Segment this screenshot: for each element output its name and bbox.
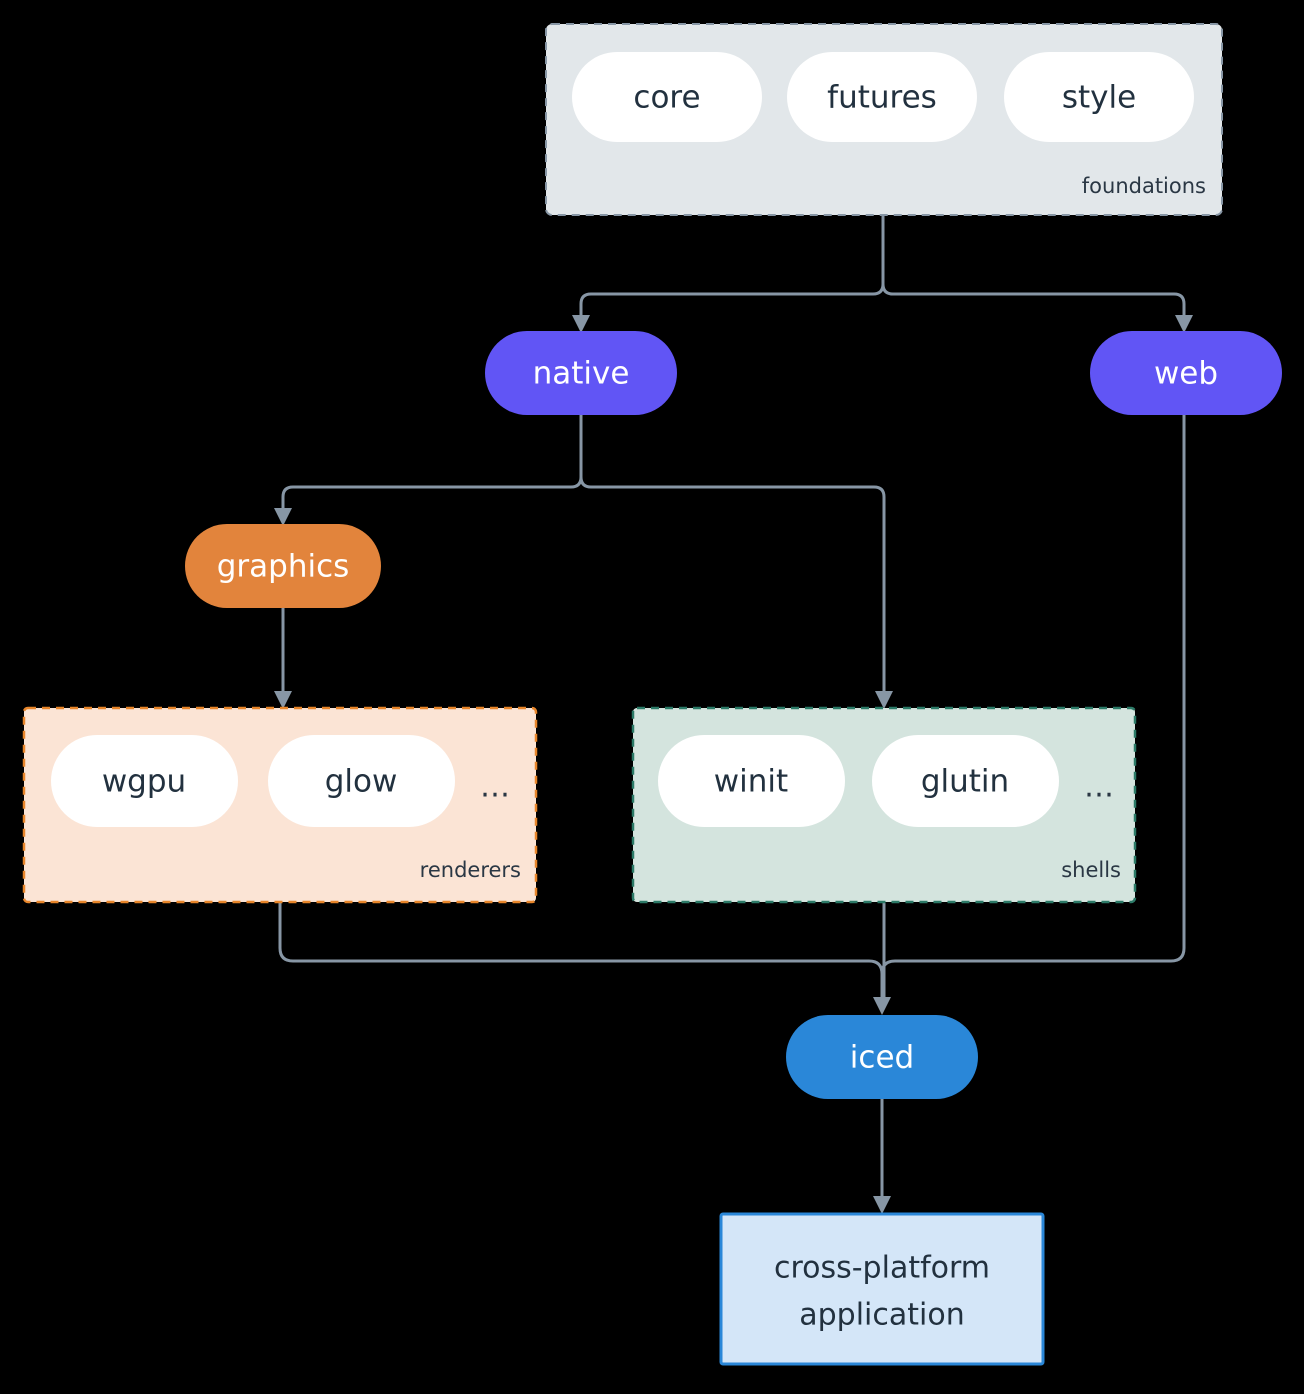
shells-ellipsis: … xyxy=(1084,770,1114,805)
node-graphics-shape xyxy=(185,524,381,608)
edge-native-graphics xyxy=(281,413,583,513)
node-glutin-label: glutin xyxy=(921,764,1009,800)
node-style-shape xyxy=(1004,52,1194,142)
node-graphics[interactable]: graphics xyxy=(185,524,381,608)
node-style[interactable]: style xyxy=(1004,52,1194,142)
node-core-label: core xyxy=(633,80,700,116)
arrowhead-graphics-renderers xyxy=(274,691,292,709)
node-iced-label: iced xyxy=(850,1040,914,1076)
node-native[interactable]: native xyxy=(485,331,677,415)
node-application-label-line2: application xyxy=(799,1298,964,1333)
node-futures-label: futures xyxy=(827,80,937,116)
edge-foundations-web xyxy=(881,213,1186,320)
node-iced-shape xyxy=(786,1015,978,1099)
node-application-shape xyxy=(719,1212,1045,1366)
node-winit-shape xyxy=(658,735,845,827)
node-winit[interactable]: winit xyxy=(658,735,845,827)
renderers-ellipsis: … xyxy=(480,770,510,805)
node-iced[interactable]: iced xyxy=(786,1015,978,1099)
node-glutin[interactable]: glutin xyxy=(872,735,1059,827)
group-foundations-label: foundations xyxy=(1082,174,1206,198)
node-wgpu[interactable]: wgpu xyxy=(51,735,238,827)
node-web-shape xyxy=(1090,331,1282,415)
node-futures-shape xyxy=(787,52,977,142)
node-glow-label: glow xyxy=(325,764,398,800)
node-web[interactable]: web xyxy=(1090,331,1282,415)
edge-renderers-iced xyxy=(278,900,884,1002)
node-core[interactable]: core xyxy=(572,52,762,142)
group-renderers[interactable]: wgpu glow … renderers xyxy=(22,706,538,904)
node-glow[interactable]: glow xyxy=(268,735,455,827)
edge-foundations-native xyxy=(579,213,885,320)
arrowhead-foundations-web xyxy=(1175,315,1193,333)
node-wgpu-shape xyxy=(51,735,238,827)
group-renderers-label: renderers xyxy=(420,858,521,882)
node-web-label: web xyxy=(1154,356,1218,392)
node-native-shape xyxy=(485,331,677,415)
arrowhead-native-graphics xyxy=(274,508,292,526)
group-shells[interactable]: winit glutin … shells xyxy=(631,706,1137,904)
node-graphics-label: graphics xyxy=(217,549,350,585)
node-glutin-shape xyxy=(872,735,1059,827)
node-style-label: style xyxy=(1062,80,1136,116)
edge-native-shells xyxy=(579,413,886,696)
node-glow-shape xyxy=(268,735,455,827)
arrowhead-iced-application xyxy=(873,1196,891,1214)
node-native-label: native xyxy=(533,356,630,392)
group-shells-label: shells xyxy=(1061,858,1121,882)
arrowhead-native-shells xyxy=(875,691,893,709)
arrowhead-into-iced xyxy=(873,997,891,1015)
edge-layer xyxy=(274,213,1193,1214)
node-winit-label: winit xyxy=(714,764,788,800)
node-wgpu-label: wgpu xyxy=(102,764,186,800)
edge-web-iced xyxy=(880,413,1186,1002)
node-futures[interactable]: futures xyxy=(787,52,977,142)
node-application[interactable]: cross-platform application xyxy=(719,1212,1045,1366)
node-application-label-line1: cross-platform xyxy=(774,1251,990,1286)
group-foundations[interactable]: core futures style foundations xyxy=(545,23,1223,216)
arrowhead-foundations-native xyxy=(572,315,590,333)
node-core-shape xyxy=(572,52,762,142)
